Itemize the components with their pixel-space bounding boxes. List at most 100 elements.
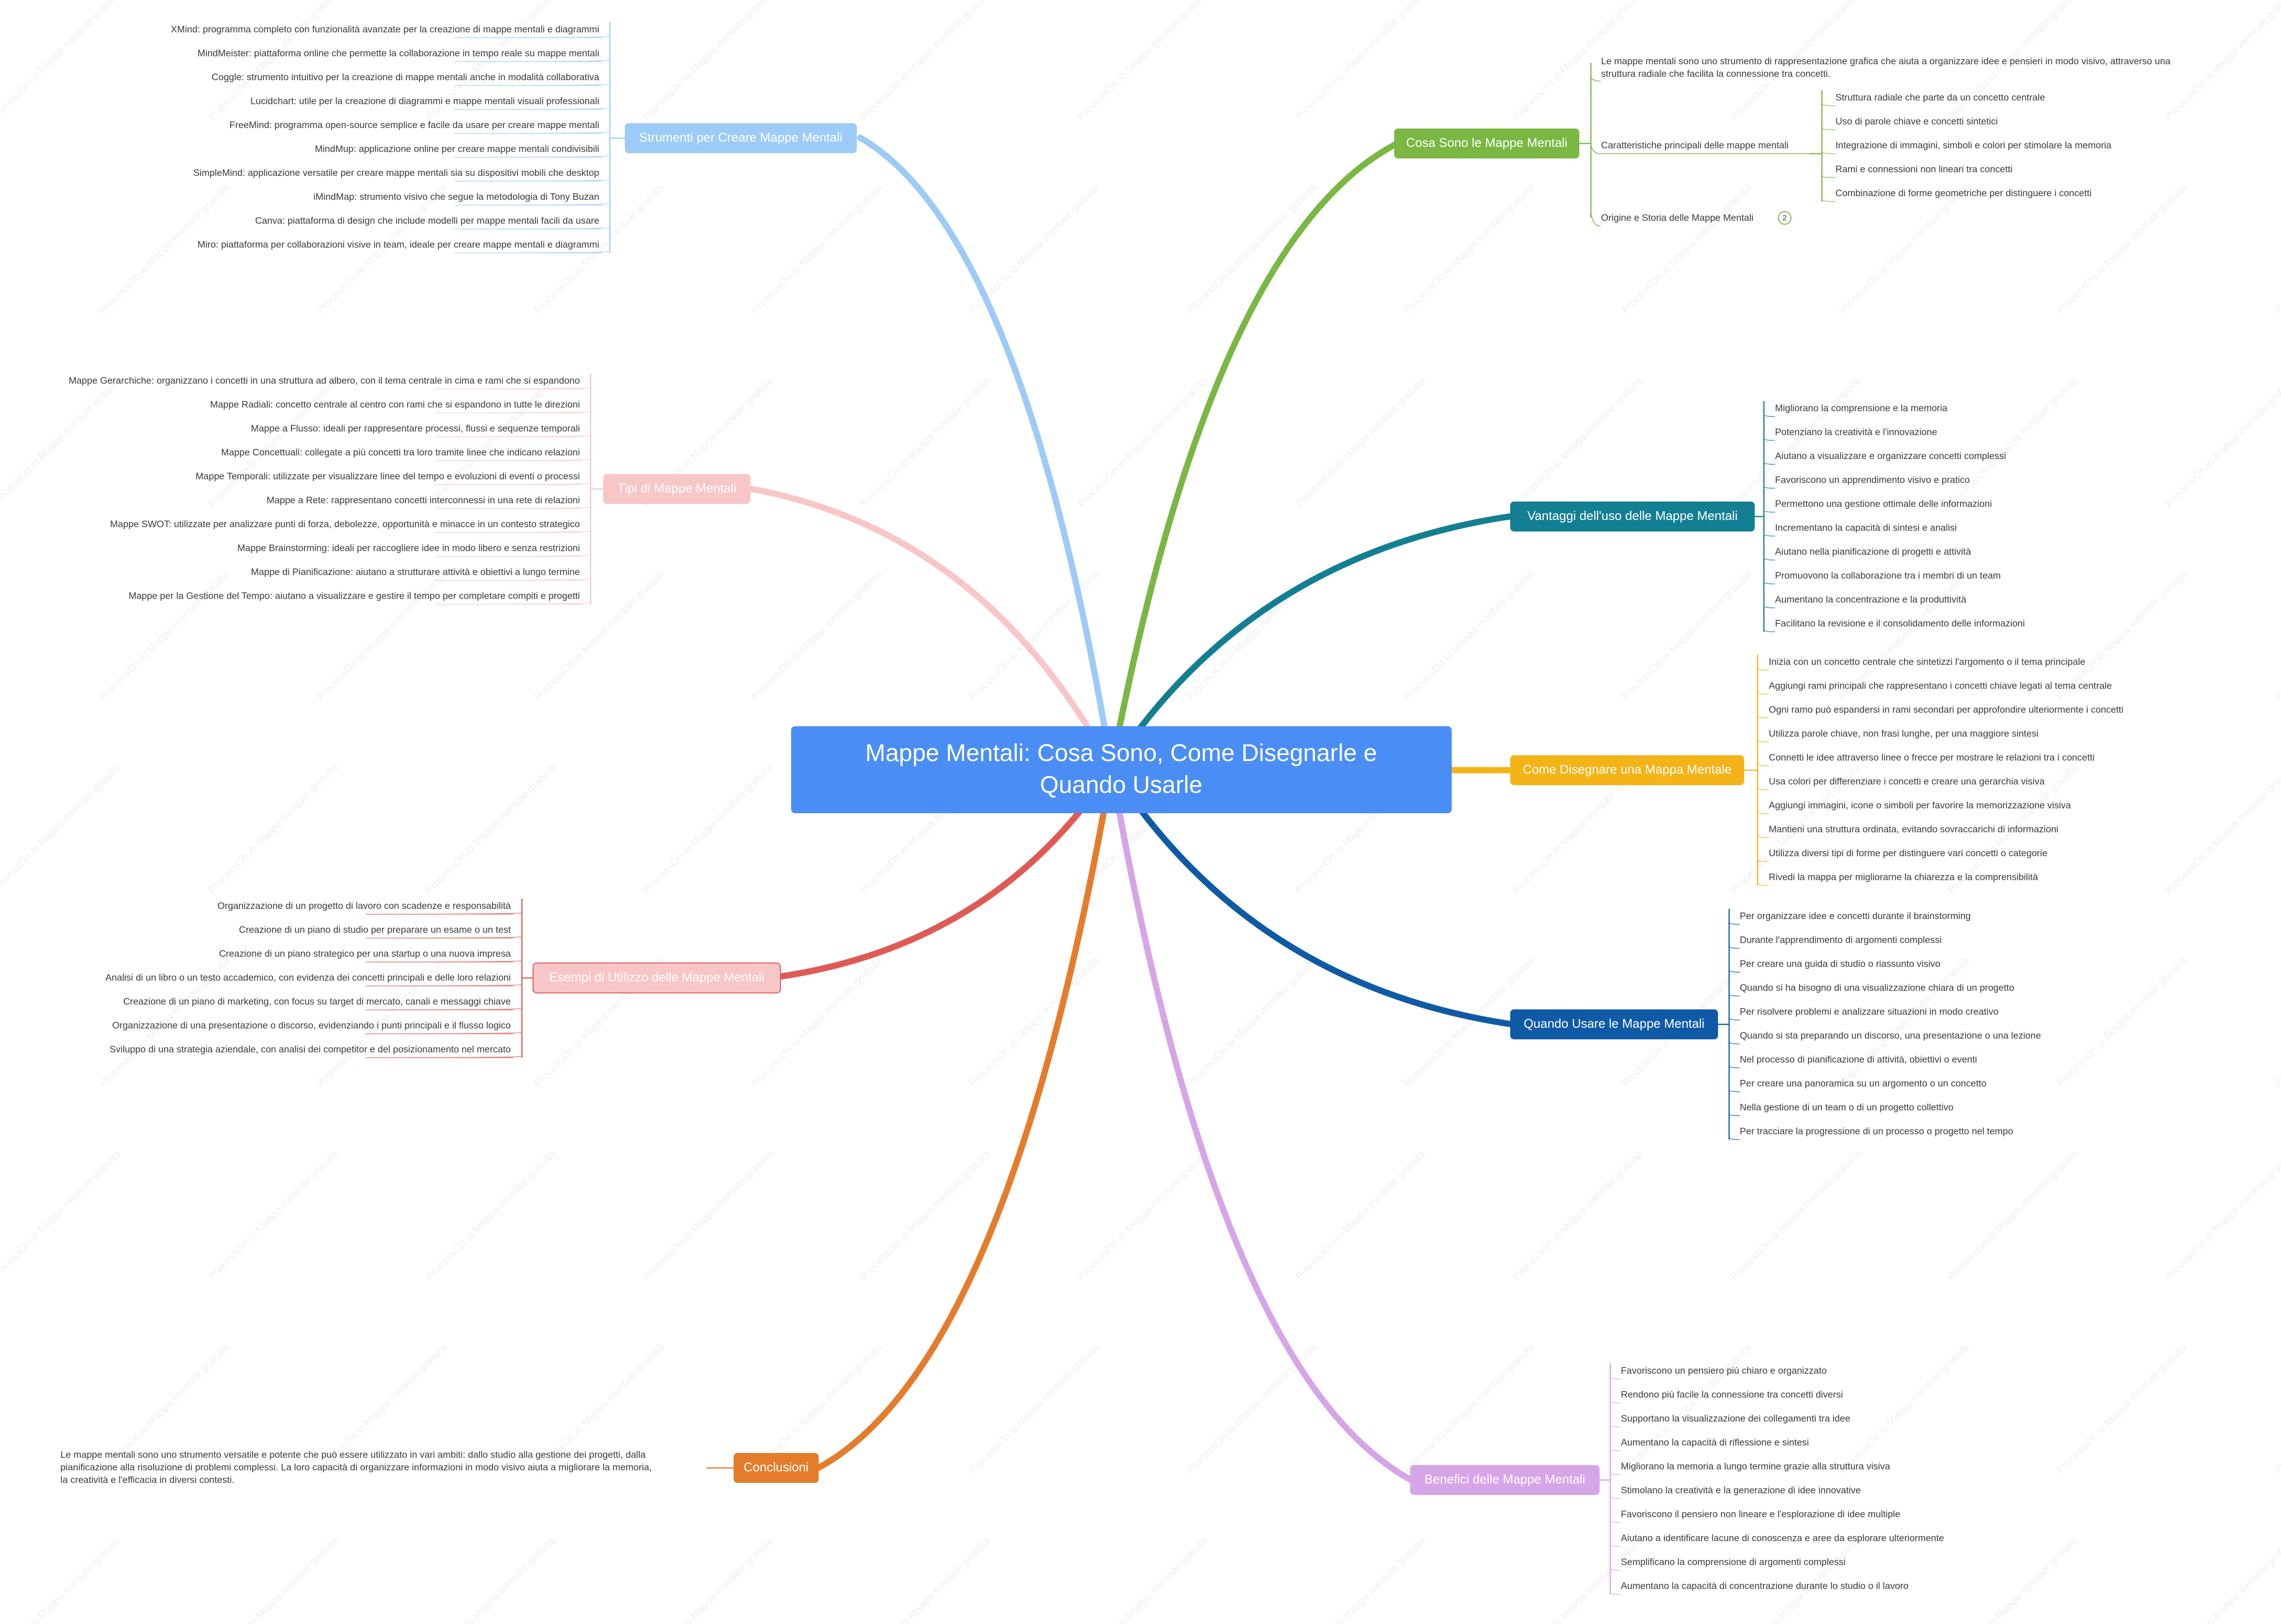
watermark-text: ProcessOn.io Mappa mentale gratuita xyxy=(1075,374,1210,509)
come-item: Ogni ramo può espandersi in rami seconda… xyxy=(1769,704,2123,715)
watermark-text: ProcessOn.io Mappa mentale gratuita xyxy=(1728,1148,1862,1282)
watermark-text: ProcessOn.io Mappa mentale gratuita xyxy=(2163,374,2281,509)
quando-leaf-line xyxy=(1729,1018,1740,1020)
strumenti-leaf-line xyxy=(454,84,610,86)
strumenti-item: Lucidchart: utile per la creazione di di… xyxy=(250,96,599,107)
watermark-text: ProcessOn.io Mappa mentale gratuita xyxy=(1401,181,1536,316)
watermark-text: ProcessOn.io Mappa mentale gratuita xyxy=(423,1534,558,1624)
tipi-item: Mappe Brainstorming: ideali per raccogli… xyxy=(237,543,580,554)
esempi-leaf-line xyxy=(365,984,522,987)
tipi-leaf-line xyxy=(434,483,591,485)
cosa-origin-label: Origine e Storia delle Mappe Mentali xyxy=(1601,213,1753,223)
branch-conclusioni-node[interactable] xyxy=(734,1453,819,1483)
esempi-leaf-line xyxy=(365,1056,522,1058)
quando-leaf-line xyxy=(1729,1066,1740,1068)
cosa-features-item: Struttura radiale che parte da un concet… xyxy=(1835,92,2045,103)
quando-item: Quando si sta preparando un discorso, un… xyxy=(1740,1031,2041,1041)
come-item: Connetti le idee attraverso linee o frec… xyxy=(1769,752,2094,763)
benefici-leaf-line xyxy=(1610,1568,1621,1571)
watermark-text: ProcessOn.io Mappa mentale gratuita xyxy=(967,1341,1101,1476)
strumenti-leaf-line xyxy=(454,36,610,38)
watermark-text: ProcessOn.io Mappa mentale gratuita xyxy=(2163,0,2281,123)
come-leaf-line xyxy=(1757,716,1769,719)
benefici-item: Migliorano la memoria a lungo termine gr… xyxy=(1621,1461,1890,1472)
cosa-features-leaf-line xyxy=(1821,104,1836,106)
branch-tipi-node[interactable] xyxy=(603,474,751,504)
tipi-leaf-line xyxy=(434,578,591,581)
watermark-text: ProcessOn.io Mappa mentale gratuita xyxy=(858,1534,993,1624)
watermark-text: ProcessOn.io Mappa mentale gratuita xyxy=(2163,761,2281,896)
branch-cosa-label: Cosa Sono le Mappe Mentali xyxy=(1406,135,1568,150)
cosa-features-leaf-line xyxy=(1821,152,1836,154)
branch-esempi-node[interactable] xyxy=(533,963,780,993)
quando-item: Per tracciare la progressione di un proc… xyxy=(1740,1126,2013,1137)
strumenti-leaf-line xyxy=(454,203,610,206)
watermark-text: ProcessOn.io Mappa mentale gratuita xyxy=(2163,1148,2281,1282)
watermark-text: ProcessOn.io Mappa mentale gratuita xyxy=(1075,1534,1210,1624)
connector-conclusioni xyxy=(816,765,1115,1471)
watermark-text: ProcessOn.io Mappa mentale gratuita xyxy=(205,761,340,896)
vantaggi-item: Favoriscono un apprendimento visivo e pr… xyxy=(1775,475,1970,486)
quando-item: Quando si ha bisogno di una visualizzazi… xyxy=(1740,983,2014,993)
esempi-leaf-line xyxy=(365,1032,522,1035)
cosa-features-leaf-line xyxy=(1821,128,1836,130)
watermark-text: ProcessOn.io Mappa mentale gratuita xyxy=(1619,568,1754,703)
strumenti-item: MindMeister: piattaforma online che perm… xyxy=(198,48,599,59)
benefici-leaf-line xyxy=(1610,1521,1621,1523)
vantaggi-leaf-line xyxy=(1763,534,1776,537)
tipi-item: Mappe SWOT: utilizzate per analizzare pu… xyxy=(110,519,580,530)
strumenti-leaf-line xyxy=(454,179,610,182)
watermark-text: ProcessOn.io Mappa mentale gratuita xyxy=(1619,1341,1754,1476)
strumenti-item: Canva: piattaforma di design che include… xyxy=(255,216,599,226)
watermark-text: ProcessOn.io Mappa mentale gratuita xyxy=(967,954,1101,1089)
cosa-features-item: Integrazione di immagini, simboli e colo… xyxy=(1835,140,2111,151)
branch-come-node[interactable] xyxy=(1510,755,1744,785)
tipi-item: Mappe di Pianificazione: aiutano a strut… xyxy=(251,567,580,577)
watermark-text: ProcessOn.io Mappa mentale gratuita xyxy=(1728,374,1862,509)
benefici-leaf-line xyxy=(1610,1449,1621,1452)
watermark-text: ProcessOn.io Mappa mentale gratuita xyxy=(423,374,558,509)
watermark-text: ProcessOn.io Mappa mentale gratuita xyxy=(532,568,666,703)
conclusioni-text-line: la creatività e l'efficacia in diversi c… xyxy=(60,1475,234,1485)
come-leaf-line xyxy=(1757,764,1769,766)
benefici-item: Aumentano la capacità di concentrazione … xyxy=(1621,1581,1908,1592)
collapsed-children-badge[interactable] xyxy=(1778,211,1791,225)
branch-benefici-node[interactable] xyxy=(1410,1465,1600,1495)
watermark-text: ProcessOn.io Mappa mentale gratuita xyxy=(1728,1534,1862,1624)
cosa-features-leaf-line xyxy=(1821,200,1836,202)
branch-quando-node[interactable] xyxy=(1510,1009,1718,1039)
vantaggi-leaf-line xyxy=(1763,486,1776,489)
watermark-text: ProcessOn.io Mappa mentale gratuita xyxy=(314,568,449,703)
conclusioni-text-line: pianificazione alla risoluzione di probl… xyxy=(60,1462,652,1473)
come-item: Aggiungi immagini, icone o simboli per f… xyxy=(1769,800,2071,811)
come-item: Aggiungi rami principali che rappresenta… xyxy=(1769,681,2112,691)
connector-cosa xyxy=(1108,139,1402,772)
strumenti-leaf-line xyxy=(454,59,610,62)
cosa-leaf-line xyxy=(1590,144,1810,154)
quando-leaf-line xyxy=(1729,970,1740,973)
central-topic-node[interactable] xyxy=(791,726,1452,813)
strumenti-item: Miro: piattaforma per collaborazioni vis… xyxy=(198,240,599,250)
strumenti-item: FreeMind: programma open-source semplice… xyxy=(230,120,599,130)
watermark-text: ProcessOn.io Mappa mentale gratuita xyxy=(2271,568,2281,703)
watermark-text: ProcessOn.io Mappa mentale gratuita xyxy=(423,1148,558,1282)
watermark-text: ProcessOn.io Mappa mentale gratuita xyxy=(1293,374,1428,509)
tipi-leaf-line xyxy=(434,506,591,509)
branch-quando-label: Quando Usare le Mappe Mentali xyxy=(1524,1016,1704,1031)
branch-strumenti-node[interactable] xyxy=(625,123,857,153)
strumenti-leaf-line xyxy=(454,107,610,110)
strumenti-leaf-line xyxy=(454,227,610,230)
come-leaf-line xyxy=(1757,883,1769,886)
quando-leaf-line xyxy=(1729,946,1740,949)
branch-vantaggi-node[interactable] xyxy=(1510,502,1755,532)
quando-leaf-line xyxy=(1729,922,1740,925)
esempi-item: Creazione di un piano di studio per prep… xyxy=(239,925,511,935)
watermark-text: ProcessOn.io Mappa mentale gratuita xyxy=(1836,954,1971,1089)
strumenti-leaf-line xyxy=(454,131,610,134)
watermark-text: ProcessOn.io Mappa mentale gratuita xyxy=(1510,374,1645,509)
esempi-leaf-line xyxy=(365,912,522,915)
watermark-text: ProcessOn.io Mappa mentale gratuita xyxy=(1945,1534,2080,1624)
watermark-text: ProcessOn.io Mappa mentale gratuita xyxy=(640,1534,775,1624)
tipi-item: Mappe Temporali: utilizzate per visualiz… xyxy=(196,471,580,482)
branch-cosa-node[interactable] xyxy=(1394,129,1579,158)
